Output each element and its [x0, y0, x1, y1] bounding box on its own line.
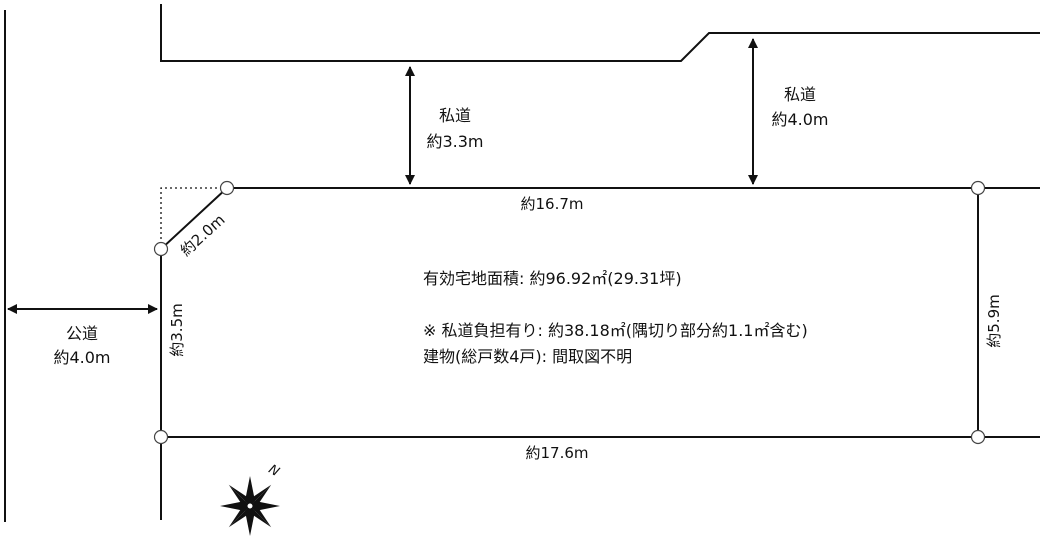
public-road-name: 公道: [66, 324, 98, 343]
corner-cut-dotted-guide: [160, 187, 227, 249]
boundary-marker: [153, 429, 169, 445]
boundary-marker: [219, 180, 235, 196]
boundary-marker: [970, 180, 986, 196]
private-road-burden-note: ※ 私道負担有り: 約38.18㎡(隅切り部分約1.1㎡含む): [423, 321, 808, 340]
lot-boundary: [160, 187, 979, 438]
private-road-upper-boundary: [160, 4, 1040, 62]
private-road-right-name: 私道: [784, 85, 816, 104]
north-label: N: [266, 462, 282, 480]
private-road-left-name: 私道: [439, 106, 471, 125]
north-compass-icon: [220, 476, 280, 536]
private-road-right-width: 約4.0m: [771, 110, 828, 129]
private-road-left-width: 約3.3m: [426, 132, 483, 151]
boundary-marker: [970, 429, 986, 445]
public-road-width: 約4.0m: [53, 348, 110, 367]
effective-lot-area-note: 有効宅地面積: 約96.92㎡(29.31坪): [423, 269, 682, 288]
boundary-marker: [153, 241, 169, 257]
lot-top-edge-length: 約16.7m: [520, 195, 583, 213]
building-note: 建物(総戸数4戸): 間取図不明: [423, 347, 632, 366]
lot-left-edge-length: 約3.5m: [168, 303, 186, 356]
lot-right-edge-length: 約5.9m: [985, 294, 1003, 347]
lot-bottom-edge-length: 約17.6m: [525, 444, 588, 462]
lot-corner-cut-length: 約2.0m: [177, 211, 229, 260]
